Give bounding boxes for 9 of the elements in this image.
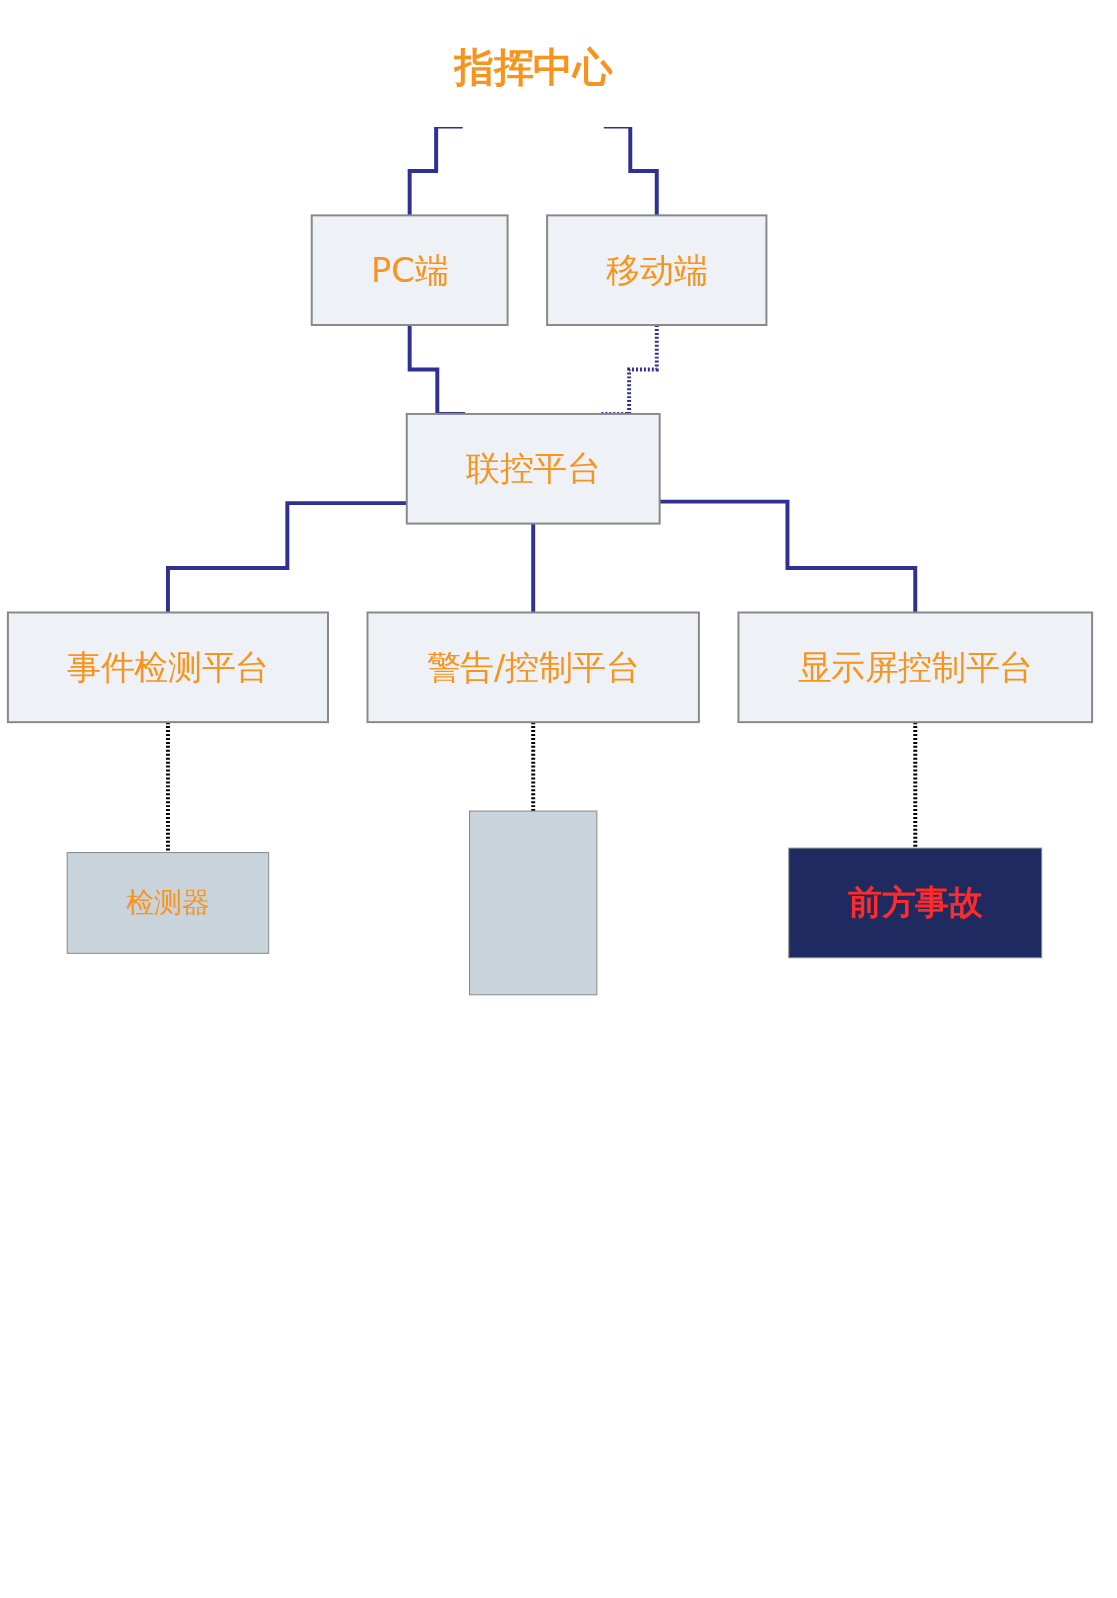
node-box [469, 810, 598, 996]
node-box: 显示屏控制平台 [737, 611, 1094, 724]
node-box: 前方事故 [788, 847, 1043, 959]
node-box: 联控平台 [405, 412, 661, 525]
node-box: PC端 [310, 214, 509, 326]
node-box: 移动端 [546, 214, 768, 326]
node-box: 警告/控制平台 [366, 611, 700, 724]
node-box: 检测器 [66, 852, 270, 954]
node-box: 事件检测平台 [6, 611, 329, 724]
